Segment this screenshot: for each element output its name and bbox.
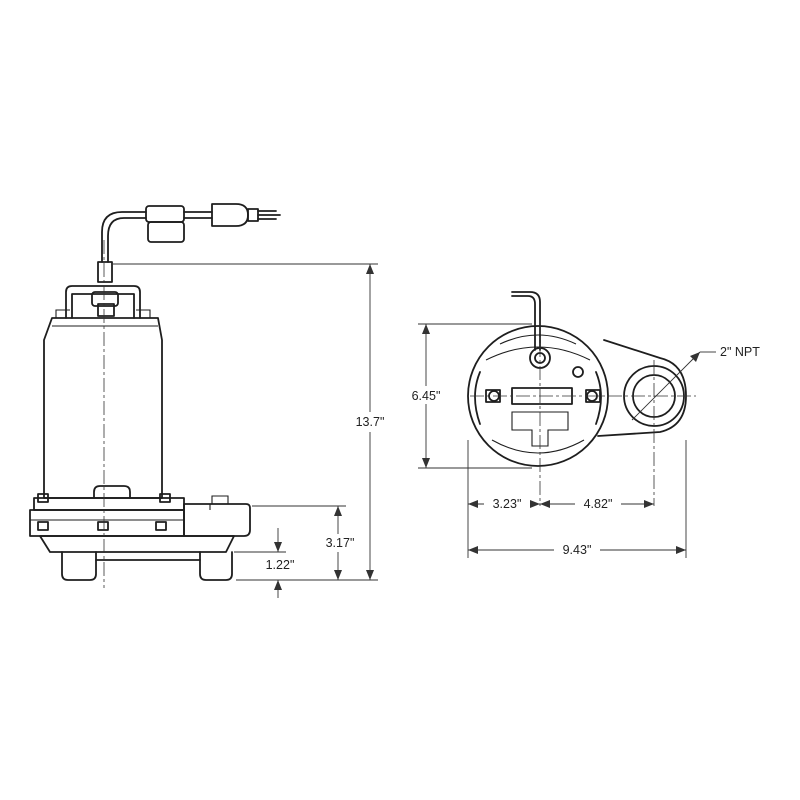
vent-plug: [572, 366, 584, 378]
motor-housing: [43, 317, 163, 499]
top-cord: [511, 291, 541, 351]
power-cord: [101, 205, 213, 263]
leg-height-label: 1.22": [266, 558, 295, 572]
pump-handle: [65, 285, 141, 319]
depth-label: 6.45": [412, 389, 441, 403]
plug-icon: [211, 203, 281, 227]
left-offset-label: 3.23": [493, 497, 522, 511]
upper-flange: [33, 497, 185, 511]
right-offset-label: 4.82": [584, 497, 613, 511]
leg-height-dimension: [234, 528, 286, 598]
discharge-height-label: 3.17": [326, 536, 355, 550]
pump-legs: [61, 551, 97, 581]
overall-width-label: 9.43": [563, 543, 592, 557]
side-view: 13.7" 3.17" 1.22": [29, 203, 394, 598]
top-view: 2" NPT 6.45" 3.23" 4.82": [402, 291, 760, 559]
volute-base: [29, 509, 185, 537]
overall-height-label: 13.7": [356, 415, 385, 429]
discharge-block: [183, 503, 251, 537]
npt-label: 2" NPT: [720, 345, 760, 359]
cord-grip: [97, 261, 113, 283]
npt-leader: [631, 351, 701, 421]
